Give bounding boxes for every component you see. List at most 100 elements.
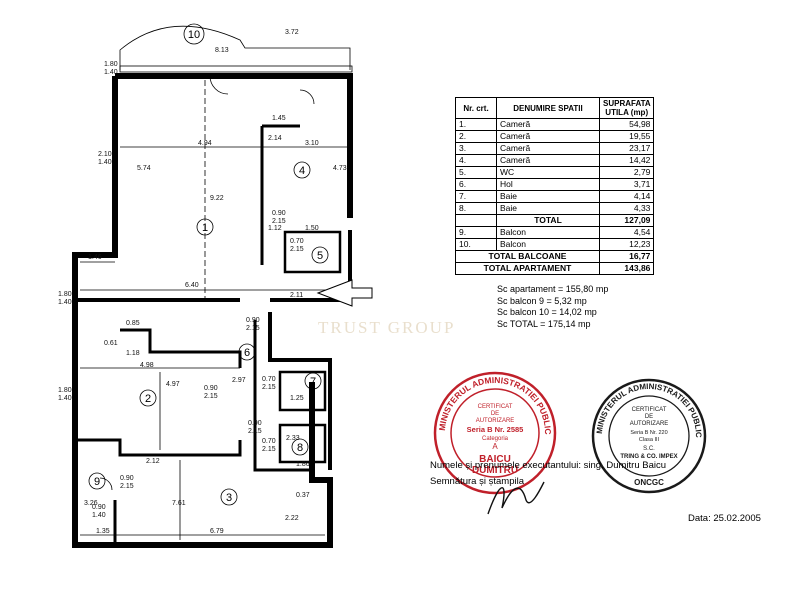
- cell-nr: 2.: [455, 130, 497, 143]
- stamp-black-line1: CERTIFICAT: [632, 407, 667, 413]
- dim-186: 1.86: [296, 461, 310, 468]
- dim-118: 1.18: [126, 350, 140, 357]
- note-sc-apartament: Sc apartament = 155,80 mp: [497, 284, 609, 294]
- cell-name: Balcon: [496, 226, 600, 239]
- room-10-label: 10: [188, 29, 200, 41]
- entrance-arrow-icon: [316, 279, 373, 307]
- cell-name: Cameră: [496, 118, 600, 131]
- stamp-black-inner-ring: [608, 395, 690, 477]
- dim-085: 0.85: [126, 320, 140, 327]
- dim-140d: 1.40: [58, 395, 72, 402]
- dim-146: 1.46: [88, 254, 102, 261]
- dim-574: 5.74: [137, 165, 151, 172]
- room-3-label: 3: [226, 492, 232, 504]
- room-2-label: 2: [145, 393, 151, 405]
- stamp-red-line3: AUTORIZARE: [476, 418, 515, 424]
- cell-nr: 5.: [455, 166, 497, 179]
- cell-area: 4,33: [598, 202, 655, 215]
- room-1-label: 1: [202, 222, 208, 234]
- dim-497: 4.97: [166, 381, 180, 388]
- dim-215e: 2.15: [262, 384, 276, 391]
- room-10-marker: [183, 23, 205, 45]
- dim-090d: 0.90: [248, 420, 262, 427]
- cell-area: 54,98: [598, 118, 655, 131]
- dim-813: 8.13: [215, 47, 229, 54]
- dim-215d: 2.15: [204, 393, 218, 400]
- date: Data: 25.02.2005: [688, 513, 761, 524]
- dim-090a: 0.90: [272, 210, 286, 217]
- area-table: Nr. crt. DENUMIRE SPATII SUPRAFATA UTILA…: [455, 97, 655, 275]
- room-5-label: 5: [317, 250, 323, 262]
- table-header-area: SUPRAFATA UTILA (mp): [598, 97, 655, 119]
- dim-211: 2.11: [290, 292, 303, 299]
- wall-closet: [120, 328, 242, 368]
- room-7-label: 7: [310, 376, 316, 388]
- dim-233: 2.33: [286, 435, 300, 442]
- stamp-red-line2: DE: [491, 411, 499, 417]
- stamp-red-name2: DUMITRU: [472, 465, 518, 476]
- dim-140b: 1.40: [98, 159, 112, 166]
- cell-name: Cameră: [496, 154, 600, 167]
- note-sc-balcon9: Sc balcon 9 = 5,32 mp: [497, 295, 587, 306]
- room-8-label: 8: [297, 442, 303, 454]
- cell-name: Baie: [496, 202, 600, 215]
- cell-name: Cameră: [496, 142, 600, 155]
- watermark: TRUST GROUP: [318, 318, 456, 337]
- cell-area: 19,55: [598, 130, 655, 143]
- cell-name: WC: [496, 166, 600, 179]
- wall-right-lower: [268, 312, 332, 470]
- stamp-red-name1: BAICU: [479, 454, 511, 465]
- dim-222: 2.22: [285, 515, 299, 522]
- stamp-black-line4: Seria B Nr. 220: [630, 430, 667, 436]
- dim-180c: 1.80: [58, 387, 72, 394]
- stamp-red-line6: A: [492, 442, 498, 451]
- dim-215h: 2.15: [120, 483, 134, 490]
- dim-061: 0.61: [104, 340, 118, 347]
- stamp-black-outer-ring: [591, 378, 707, 494]
- dim-210: 2.10: [98, 151, 112, 158]
- signature-label: Semnătura și ștampila: [430, 476, 524, 487]
- cell-name: Cameră: [496, 130, 600, 143]
- dim-070b: 0.70: [262, 376, 276, 383]
- cell-name: Balcon: [496, 238, 600, 251]
- room-5-marker: [311, 246, 329, 264]
- stamp-black-line2: DE: [645, 414, 653, 420]
- cell-area: 2,79: [598, 166, 655, 179]
- stamp-black-line5: Clasa III: [639, 437, 660, 443]
- stamp-black: MINISTERUL ADMINISTRATIEI PUBLICE CERTIF…: [588, 375, 707, 494]
- wall-room2-bottom: [75, 438, 242, 457]
- table-header-nr: Nr. crt.: [455, 97, 497, 119]
- dim-215g: 2.15: [262, 446, 276, 453]
- cell-area: 23,17: [598, 142, 655, 155]
- stamp-black-line3: AUTORIZARE: [630, 421, 669, 427]
- table-header-row: Nr. crt. DENUMIRE SPATII SUPRAFATA UTILA…: [455, 97, 655, 119]
- cell-area: 127,09: [598, 214, 655, 227]
- stamp-black-line6: S.C.: [643, 446, 655, 452]
- cell-area: 12,23: [598, 238, 655, 251]
- dim-140c: 1.40: [58, 299, 72, 306]
- note-sc-total: Sc TOTAL = 175,14 mp: [497, 318, 591, 329]
- cell-nr: 6.: [455, 178, 497, 191]
- dim-679: 6.79: [210, 528, 224, 535]
- dim-310: 3.10: [305, 140, 319, 147]
- dim-215b: 2.15: [290, 246, 304, 253]
- dim-070c: 0.70: [262, 438, 276, 445]
- dim-922: 9.22: [210, 195, 224, 202]
- wall-hall: [253, 320, 312, 472]
- cell-nr: 8.: [455, 202, 497, 215]
- dim-090b: 0.90: [246, 317, 260, 324]
- dim-498: 4.98: [140, 362, 154, 369]
- stamp-black-line7: TRING & CO. IMPEX: [620, 454, 677, 460]
